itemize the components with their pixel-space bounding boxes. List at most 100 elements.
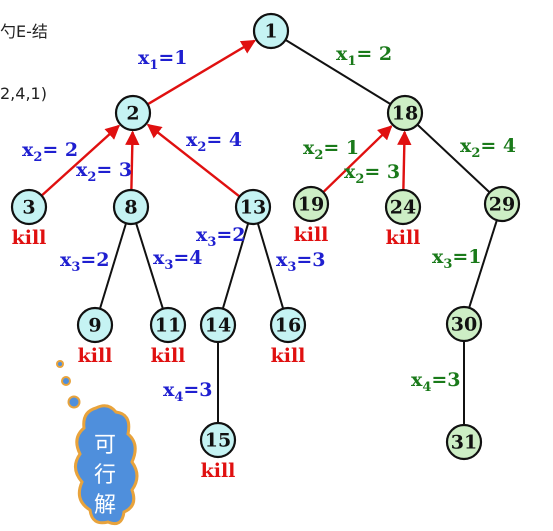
node-circle [10, 188, 48, 226]
edge-label-value: =3 [296, 249, 325, 271]
edge-label-sub: 1 [149, 58, 158, 73]
tree-node-31: 31 [445, 423, 483, 461]
callout-bubble [74, 404, 139, 526]
edge-label-sub: 3 [207, 235, 216, 250]
edge-19-18 [322, 125, 393, 194]
node-label: 1 [264, 21, 277, 43]
edge-label-sub: 2 [314, 148, 323, 163]
edge-label-var: x [196, 224, 208, 246]
edge-label-sub: 3 [71, 260, 80, 275]
edge-label-13-16: x3=3 [276, 249, 326, 275]
node-label: 16 [275, 315, 301, 337]
edge-label-value: = 1 [323, 137, 359, 159]
edge-label-2-1: x1=1 [138, 47, 188, 73]
tree-node-8: 8 [112, 188, 150, 226]
edge-label-var: x [163, 379, 175, 401]
edge-label-value: = 3 [364, 161, 400, 183]
node-label: 2 [126, 103, 139, 125]
kill-label-19: kill [294, 224, 329, 246]
edge-label-var: x [76, 159, 88, 181]
edge-label-value: =1 [452, 246, 481, 268]
tree-node-2: 2 [114, 94, 152, 132]
callout-dot-inner-1 [58, 362, 62, 366]
edge-label-var: x [432, 246, 444, 268]
edge-label-value: =3 [431, 369, 460, 391]
edge-18-29 [416, 123, 491, 194]
edge-label-sub: 3 [164, 258, 173, 273]
node-circle [252, 12, 290, 50]
edge-label-sub: 2 [87, 170, 96, 185]
edge-label-var: x [186, 129, 198, 151]
node-label: 11 [155, 315, 181, 337]
node-circle [269, 306, 307, 344]
tree-node-18: 18 [386, 94, 424, 132]
edge-label-13-14: x3=2 [196, 224, 246, 250]
edge-8-9 [99, 222, 127, 310]
edge-label-sub: 2 [355, 172, 364, 187]
tree-node-29: 29 [483, 185, 521, 223]
edge-label-sub: 4 [422, 380, 431, 395]
edge-label-value: =4 [173, 247, 202, 269]
edge-label-value: =2 [80, 249, 109, 271]
edge-1-18 [284, 39, 392, 105]
tree-node-30: 30 [445, 305, 483, 343]
node-circle [199, 421, 237, 459]
edge-label-value: =2 [216, 224, 245, 246]
kill-label-24: kill [386, 227, 421, 249]
node-label: 13 [240, 197, 266, 219]
tree-node-3: 3 [10, 188, 48, 226]
callout-dot-inner-3 [69, 397, 79, 407]
edge-label-8-11: x3=4 [153, 247, 203, 273]
callout-dot-inner-2 [63, 378, 69, 384]
tree-node-14: 14 [199, 306, 237, 344]
edge-label-24-18: x2= 3 [344, 161, 400, 187]
edge-label-sub: 1 [347, 54, 356, 69]
tree-node-13: 13 [234, 188, 272, 226]
edge-label-sub: 2 [471, 146, 480, 161]
edge-label-sub: 2 [197, 140, 206, 155]
node-circle [149, 306, 187, 344]
text-fragment-top: 勺E-结 [0, 22, 48, 41]
kill-label-11: kill [151, 345, 186, 367]
edge-24-18 [397, 130, 412, 191]
edge-8-11 [135, 222, 164, 310]
tree-node-9: 9 [76, 306, 114, 344]
edge-label-value: = 3 [96, 159, 132, 181]
node-circle [234, 188, 272, 226]
tree-node-19: 19 [292, 185, 330, 223]
edge-label-value: =3 [183, 379, 212, 401]
edge-label-13-2: x2= 4 [186, 129, 242, 155]
edge-13-16 [256, 223, 285, 309]
node-circle [114, 94, 152, 132]
edge-label-8-9: x3=2 [60, 249, 110, 275]
node-label: 24 [390, 197, 416, 219]
node-label: 9 [88, 315, 101, 337]
tree-node-24: 24 [384, 188, 422, 226]
edge-label-var: x [153, 247, 165, 269]
tree-node-1: 1 [252, 12, 290, 50]
node-label: 15 [205, 430, 231, 452]
edge-label-value: = 2 [42, 139, 78, 161]
edge-label-sub: 3 [287, 260, 296, 275]
node-label: 31 [451, 432, 477, 454]
edge-label-29-30: x3=1 [432, 246, 482, 272]
node-label: 18 [392, 103, 418, 125]
kill-label-15: kill [201, 460, 236, 482]
callout-char-3: 解 [94, 493, 116, 518]
edge-3-2 [40, 124, 120, 197]
tree-node-16: 16 [269, 306, 307, 344]
node-label: 14 [205, 315, 231, 337]
node-label: 8 [124, 197, 137, 219]
edge-29-30 [468, 219, 498, 309]
edge-label-3-2: x2= 2 [22, 139, 78, 165]
edge-label-var: x [460, 135, 472, 157]
edges-layer [40, 39, 498, 425]
edge-label-value: = 2 [356, 43, 392, 65]
node-circle [445, 423, 483, 461]
feasible-solution-callout: 可行解 [56, 360, 139, 526]
edge-label-30-31: x4=3 [411, 369, 461, 395]
edge-label-var: x [276, 249, 288, 271]
node-label: 29 [489, 194, 515, 216]
